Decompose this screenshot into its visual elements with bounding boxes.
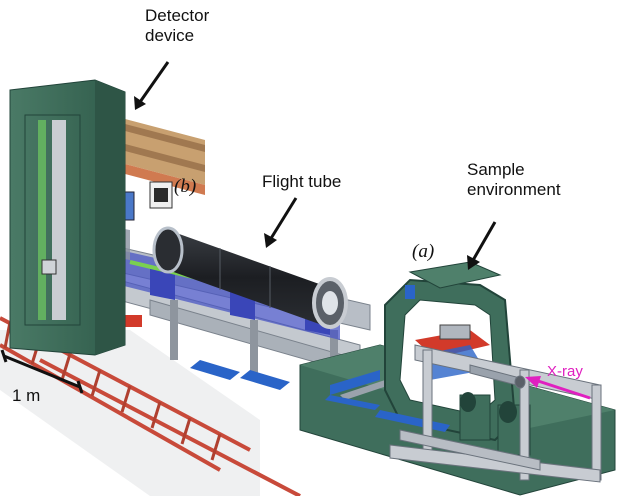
flight-tube	[152, 226, 348, 329]
sample-stand-frame	[389, 344, 602, 483]
scale-bar	[0, 349, 84, 394]
sample-environment-label: Sample environment	[467, 160, 561, 199]
scale-bar-label: 1 m	[12, 386, 41, 405]
panel-b-label: (b)	[174, 176, 197, 197]
xray-label: X-ray	[547, 363, 583, 380]
xray-arrow	[525, 376, 591, 400]
detector-device	[110, 115, 205, 221]
detector-cabinet	[9, 79, 126, 356]
flight-tube-label: Flight tube	[262, 172, 342, 191]
panel-a-label: (a)	[412, 241, 435, 262]
pointer-arrows	[134, 61, 497, 270]
detector-device-label: Detector device	[145, 6, 210, 45]
